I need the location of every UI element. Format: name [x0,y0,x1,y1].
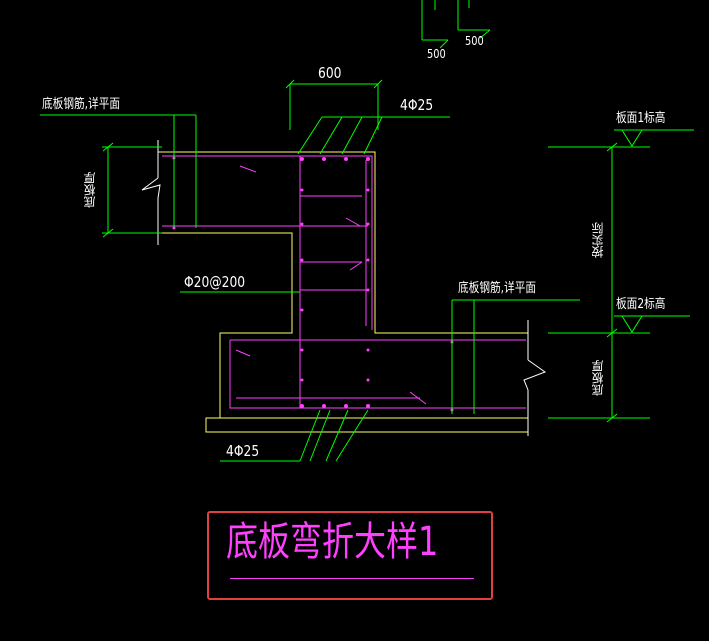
dim-500-right-label: 500 [465,34,484,48]
dim-600-label: 600 [318,64,342,82]
dimension-lines [40,79,694,462]
rebar-dots [172,156,454,412]
bottom-rebar-note-left: 底板钢筋,详平面 [42,97,121,112]
level-2-label: 板面2标高 [616,297,666,312]
dim-500-left-label: 500 [427,47,446,61]
level-difference-label: 按实际 [591,222,605,258]
rebar [162,155,526,409]
break-lines [141,140,547,436]
bottom-rebar-note-right: 底板钢筋,详平面 [458,281,537,296]
level-1-label: 板面1标高 [616,111,666,126]
title-underline [230,578,474,579]
drawing-title: 底板弯折大样1 [226,519,439,565]
slab-thickness-right-label: 底板厚 [591,360,605,396]
slab-thickness-left-label: 底板厚 [83,172,97,208]
stirrup-label: Φ20@200 [184,273,246,291]
bottom-rebar-label: 4Φ25 [226,442,260,460]
title-frame [207,511,493,600]
top-rebar-label: 4Φ25 [400,96,434,114]
top-dimension-fragments [421,0,491,49]
